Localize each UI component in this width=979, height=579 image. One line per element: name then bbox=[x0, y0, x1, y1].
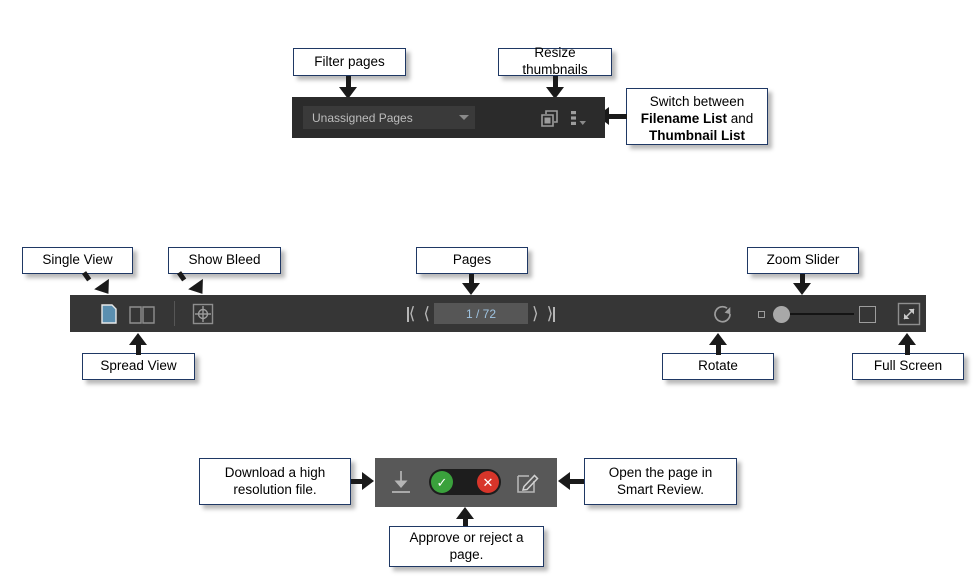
callout-approve-reject: Approve or reject a page. bbox=[389, 526, 544, 567]
arrow-stem-zoom-slider bbox=[800, 274, 805, 285]
full-screen-icon[interactable] bbox=[896, 301, 922, 327]
callout-spread-view: Spread View bbox=[82, 353, 195, 380]
rotate-icon[interactable] bbox=[711, 302, 735, 326]
callout-single-view-text: Single View bbox=[42, 252, 113, 268]
callout-rotate-text: Rotate bbox=[698, 358, 738, 374]
callout-show-bleed: Show Bleed bbox=[168, 247, 281, 274]
resize-thumbnails-icon[interactable] bbox=[539, 107, 561, 129]
arrow-stem-full-screen bbox=[905, 345, 910, 355]
callout-show-bleed-text: Show Bleed bbox=[188, 252, 261, 268]
approve-check-icon[interactable]: ✓ bbox=[431, 471, 453, 493]
callout-smart-review: Open the page in Smart Review. bbox=[584, 458, 737, 505]
callout-single-view: Single View bbox=[22, 247, 133, 274]
arrow-stem-spread-view bbox=[136, 345, 141, 355]
spread-page-icon[interactable] bbox=[128, 303, 158, 325]
callout-download-text: Download a high resolution file. bbox=[224, 464, 326, 497]
viewer-toolbar: ⟨ ⟨ 1 / 72 ⟩ ⟩ bbox=[70, 295, 926, 332]
callout-full-screen-text: Full Screen bbox=[873, 358, 943, 374]
approve-reject-toggle: ✓ ✕ bbox=[429, 469, 501, 495]
callout-zoom-slider: Zoom Slider bbox=[747, 247, 859, 274]
page-indicator-field[interactable]: 1 / 72 bbox=[434, 303, 528, 324]
arrow-head-approve-reject bbox=[456, 507, 474, 519]
arrow-stem-download bbox=[351, 479, 363, 484]
callout-switch-bold-filename: Filename List bbox=[640, 110, 727, 126]
callout-switch-list-view: Switch between Filename List and Thumbna… bbox=[626, 88, 768, 145]
thumbnail-toolbar: Unassigned Pages bbox=[292, 97, 605, 138]
arrow-stem-smart-review bbox=[570, 479, 584, 484]
arrow-stem-filter-pages bbox=[346, 76, 351, 89]
callout-filter-pages: Filter pages bbox=[293, 48, 406, 76]
arrow-stem-switch-list-view bbox=[609, 114, 627, 119]
arrow-head-pages bbox=[462, 283, 480, 295]
callout-resize-thumbnails-text: Resize thumbnails bbox=[522, 45, 588, 77]
page-actions-toolbar: ✓ ✕ bbox=[375, 458, 557, 507]
toolbar-divider bbox=[174, 301, 175, 326]
previous-page-icon[interactable]: ⟨ bbox=[423, 304, 430, 323]
chevron-down-icon bbox=[459, 115, 469, 120]
callout-switch-and: and bbox=[727, 110, 754, 126]
arrow-stem-rotate bbox=[716, 345, 721, 355]
page-navigation-group: ⟨ ⟨ 1 / 72 ⟩ ⟩ bbox=[381, 299, 581, 328]
callout-spread-view-text: Spread View bbox=[100, 358, 177, 374]
arrow-head-download bbox=[362, 472, 374, 490]
zoom-slider-track[interactable] bbox=[789, 312, 854, 316]
arrow-head-smart-review bbox=[558, 472, 570, 490]
callout-switch-line3: Thumbnail List bbox=[634, 128, 760, 145]
arrow-head-full-screen bbox=[898, 333, 916, 345]
zoom-small-square-icon[interactable] bbox=[757, 310, 765, 318]
callout-approve-reject-text: Approve or reject a page. bbox=[409, 529, 524, 562]
callout-full-screen: Full Screen bbox=[852, 353, 964, 380]
callout-switch-bold-thumbnail: Thumbnail List bbox=[649, 127, 745, 143]
zoom-slider-control[interactable] bbox=[772, 305, 854, 323]
filter-pages-dropdown[interactable]: Unassigned Pages bbox=[303, 106, 475, 129]
download-icon[interactable] bbox=[388, 469, 414, 496]
arrow-stem-pages bbox=[469, 274, 474, 285]
smart-review-edit-icon[interactable] bbox=[515, 469, 541, 495]
arrow-stem-approve-reject bbox=[463, 518, 468, 528]
callout-zoom-slider-text: Zoom Slider bbox=[766, 252, 840, 268]
callout-pages-text: Pages bbox=[452, 252, 492, 268]
arrow-head-zoom-slider bbox=[793, 283, 811, 295]
last-page-icon[interactable]: ⟩ bbox=[546, 303, 555, 323]
single-page-icon[interactable] bbox=[99, 303, 119, 325]
zoom-slider-handle[interactable] bbox=[772, 305, 790, 323]
zoom-large-square-icon[interactable] bbox=[858, 305, 876, 323]
arrow-head-rotate bbox=[709, 333, 727, 345]
callout-resize-thumbnails: Resize thumbnails bbox=[498, 45, 612, 77]
callout-switch-line2: Filename List and bbox=[634, 111, 760, 128]
callout-switch-line1: Switch between bbox=[649, 94, 745, 109]
list-view-toggle-icon[interactable] bbox=[568, 107, 592, 129]
arrow-head-resize-thumbnails bbox=[546, 87, 564, 99]
next-page-icon[interactable]: ⟩ bbox=[532, 304, 539, 323]
callout-pages: Pages bbox=[416, 247, 528, 274]
page-indicator-value: 1 / 72 bbox=[465, 306, 497, 321]
callout-smart-review-text: Open the page in Smart Review. bbox=[608, 464, 713, 497]
arrow-head-spread-view bbox=[129, 333, 147, 345]
callout-filter-pages-text: Filter pages bbox=[314, 53, 385, 69]
show-bleed-icon[interactable] bbox=[191, 302, 215, 326]
arrow-stem-resize-thumbnails bbox=[553, 76, 558, 89]
first-page-icon[interactable]: ⟨ bbox=[407, 303, 416, 323]
reject-x-icon[interactable]: ✕ bbox=[477, 471, 499, 493]
arrow-head-filter-pages bbox=[339, 87, 357, 99]
callout-rotate: Rotate bbox=[662, 353, 774, 380]
filter-pages-value: Unassigned Pages bbox=[312, 110, 413, 125]
callout-download: Download a high resolution file. bbox=[199, 458, 351, 505]
